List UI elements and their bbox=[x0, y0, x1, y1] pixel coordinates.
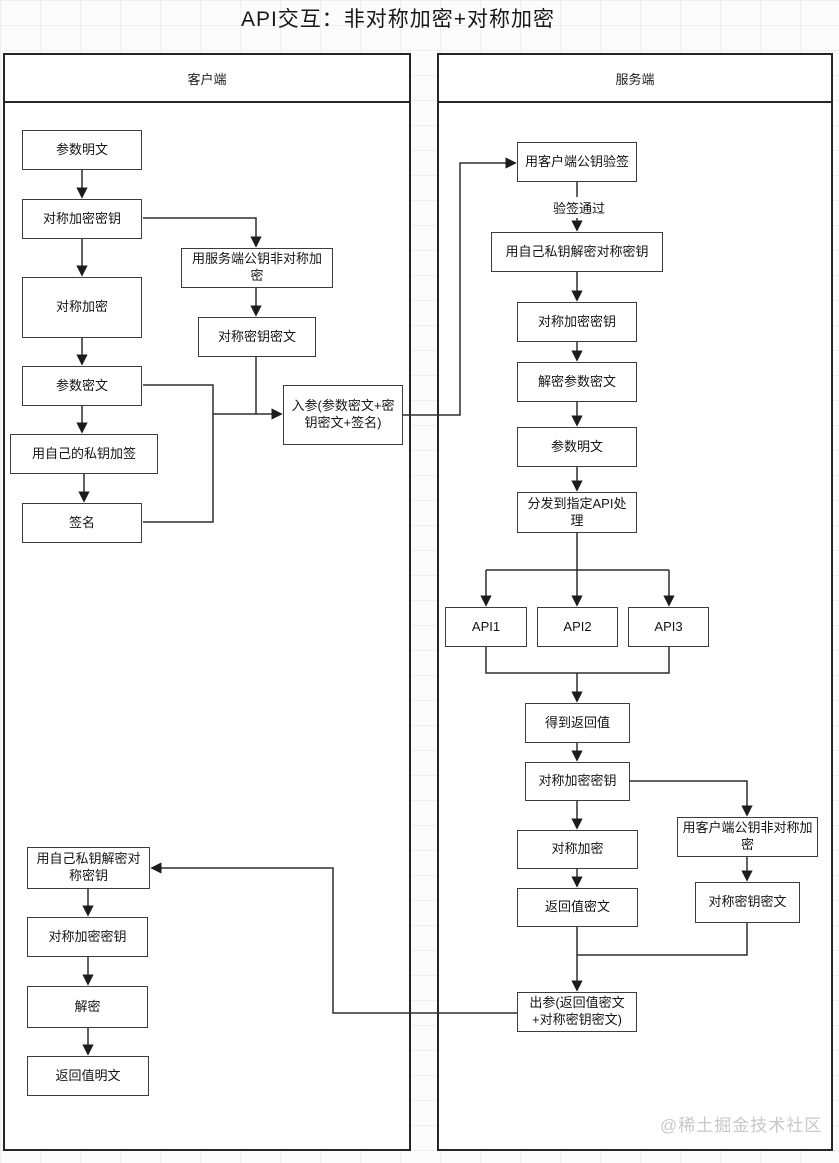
label-verify-passed: 验签通过 bbox=[549, 197, 609, 218]
node-client-decrypt: 解密 bbox=[27, 986, 148, 1028]
node-return-plaintext: 返回值明文 bbox=[27, 1056, 149, 1096]
node-request-params: 入参(参数密文+密钥密文+签名) bbox=[283, 385, 403, 445]
node-symkey-ciphertext: 对称密钥密文 bbox=[198, 317, 316, 357]
node-verify-signature: 用客户端公钥验签 bbox=[517, 142, 637, 182]
node-sign-with-private-key: 用自己的私钥加签 bbox=[10, 434, 158, 474]
node-response-params: 出参(返回值密文+对称密钥密文) bbox=[517, 992, 637, 1032]
node-server-symmetric-key-2: 对称加密密钥 bbox=[525, 762, 630, 801]
node-symmetric-key: 对称加密密钥 bbox=[22, 199, 142, 239]
client-panel-header: 客户端 bbox=[5, 55, 409, 103]
node-dispatch-api: 分发到指定API处理 bbox=[517, 492, 637, 533]
node-api2: API2 bbox=[537, 607, 618, 647]
node-server-symmetric-key: 对称加密密钥 bbox=[517, 302, 637, 342]
node-server-symkey-ciphertext: 对称密钥密文 bbox=[695, 882, 800, 923]
node-client-decrypt-symkey: 用自己私钥解密对称密钥 bbox=[27, 847, 150, 889]
node-return-ciphertext: 返回值密文 bbox=[517, 888, 638, 927]
node-get-return-value: 得到返回值 bbox=[525, 703, 630, 743]
watermark: @稀土掘金技术社区 bbox=[660, 1116, 823, 1135]
server-panel-header: 服务端 bbox=[439, 55, 831, 103]
node-server-param-plaintext: 参数明文 bbox=[517, 427, 637, 467]
diagram-title: API交互：非对称加密+对称加密 bbox=[240, 8, 556, 31]
node-param-plaintext: 参数明文 bbox=[22, 130, 142, 170]
node-server-symmetric-encrypt: 对称加密 bbox=[517, 830, 638, 869]
node-api3: API3 bbox=[628, 607, 709, 647]
node-signature: 签名 bbox=[22, 503, 142, 543]
node-api1: API1 bbox=[445, 607, 527, 647]
node-decrypt-param-cipher: 解密参数密文 bbox=[517, 362, 637, 402]
node-encrypt-with-server-pubkey: 用服务端公钥非对称加密 bbox=[181, 248, 333, 288]
node-server-decrypt-symkey: 用自己私钥解密对称密钥 bbox=[491, 232, 663, 272]
node-symmetric-encrypt: 对称加密 bbox=[22, 277, 142, 338]
node-encrypt-with-client-pubkey: 用客户端公钥非对称加密 bbox=[677, 817, 818, 857]
node-client-symmetric-key: 对称加密密钥 bbox=[27, 917, 148, 957]
node-param-ciphertext: 参数密文 bbox=[22, 366, 142, 406]
